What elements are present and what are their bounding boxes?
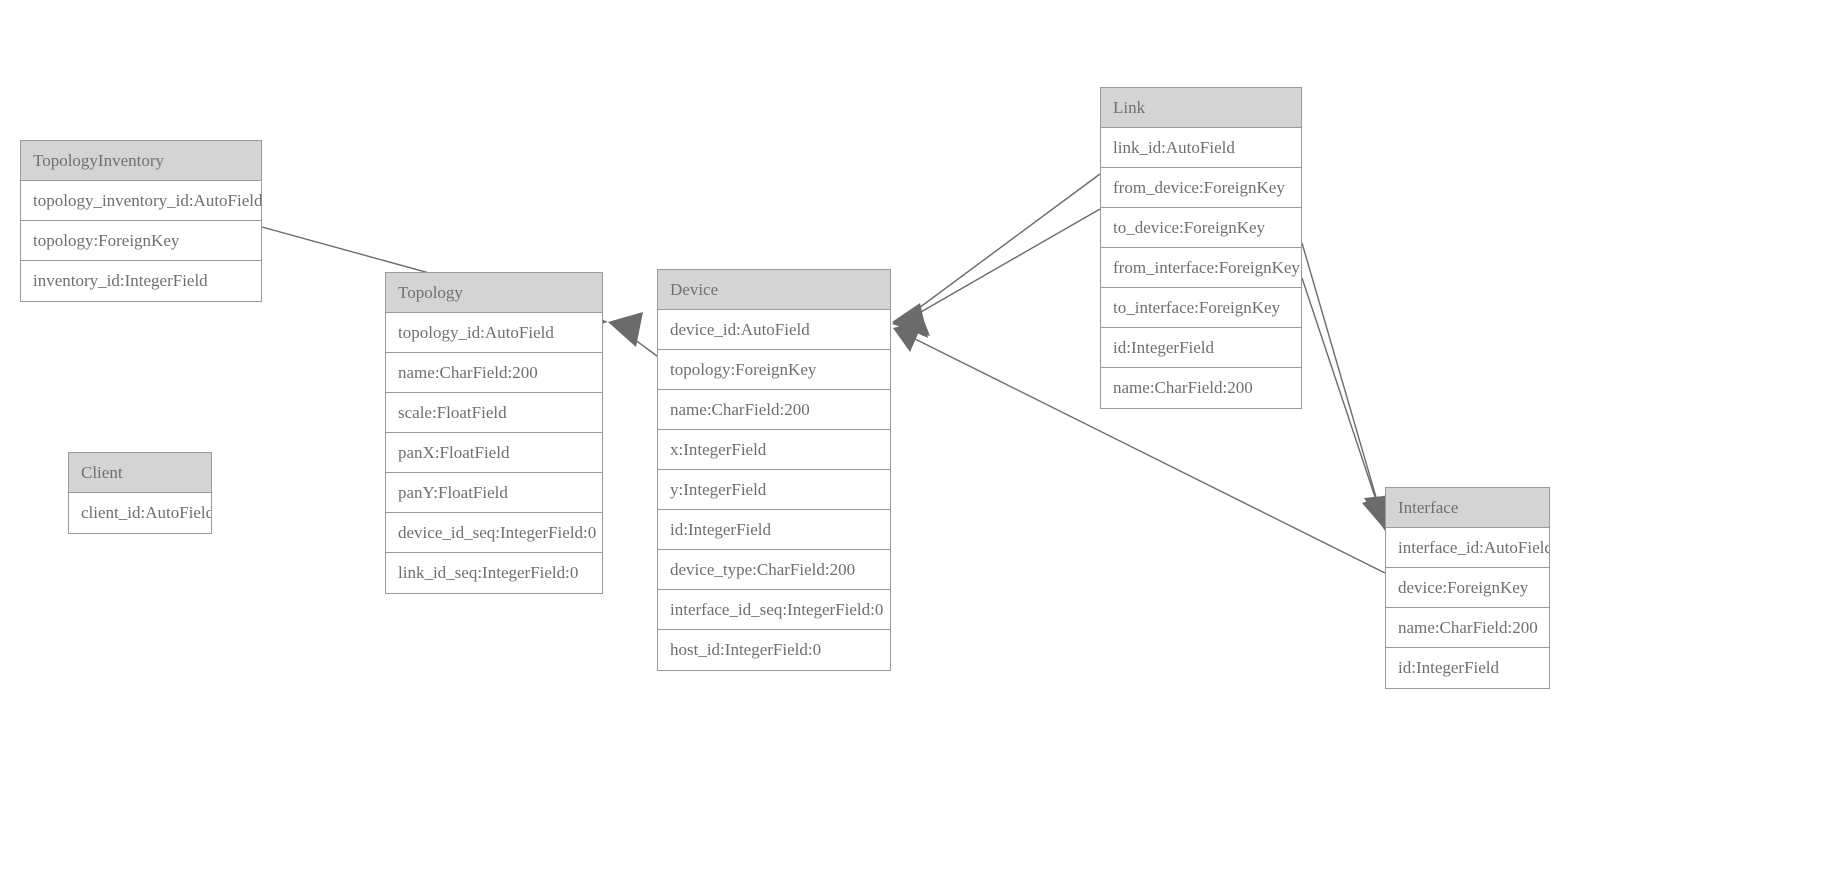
relation-line <box>899 173 1101 323</box>
relation-arrowhead <box>893 320 924 352</box>
entity-field-row[interactable]: name:CharField:200 <box>1113 378 1253 397</box>
entity-field-row[interactable]: topology:ForeignKey <box>658 350 890 390</box>
entity-title-client: Client <box>69 453 211 493</box>
entity-field-row[interactable]: client_id:AutoField <box>81 503 211 522</box>
entity-field-row[interactable]: panX:FloatField <box>386 433 602 473</box>
entity-client[interactable]: Client client_id:AutoField <box>68 452 212 534</box>
entity-field-row[interactable]: id:IntegerField <box>658 510 890 550</box>
relation-link-to_device <box>892 208 1101 336</box>
entity-field-row[interactable]: link_id_seq:IntegerField:0 <box>398 563 579 582</box>
relation-link-from_device <box>892 173 1101 338</box>
entity-field-row[interactable]: name:CharField:200 <box>386 353 602 393</box>
entity-field-row[interactable]: device_type:CharField:200 <box>658 550 890 590</box>
entity-field-row[interactable]: topology_id:AutoField <box>386 313 602 353</box>
entity-field-row[interactable]: interface_id:AutoField <box>1386 528 1549 568</box>
entity-field-row[interactable]: id:IntegerField <box>1101 328 1301 368</box>
entity-field-row[interactable]: y:IntegerField <box>658 470 890 510</box>
entity-title-link: Link <box>1101 88 1301 128</box>
relation-arrowhead <box>892 303 928 338</box>
relation-line <box>1301 242 1386 529</box>
entity-field-row[interactable]: from_device:ForeignKey <box>1101 168 1301 208</box>
relation-arrowhead <box>892 305 930 336</box>
entity-field-row[interactable]: host_id:IntegerField:0 <box>670 640 822 659</box>
entity-field-row[interactable]: x:IntegerField <box>658 430 890 470</box>
relation-link-to_interface <box>1301 277 1390 531</box>
relation-line <box>1301 277 1387 531</box>
relation-line <box>614 324 658 357</box>
entity-title-interface: Interface <box>1386 488 1549 528</box>
entity-field-row[interactable]: panY:FloatField <box>386 473 602 513</box>
entity-field-row[interactable]: name:CharField:200 <box>658 390 890 430</box>
entity-title-device: Device <box>658 270 890 310</box>
entity-field-row[interactable]: interface_id_seq:IntegerField:0 <box>658 590 890 630</box>
entity-field-row[interactable]: scale:FloatField <box>386 393 602 433</box>
relation-link-from_interface <box>1301 242 1393 531</box>
entity-field-row[interactable]: link_id:AutoField <box>1101 128 1301 168</box>
entity-field-row[interactable]: from_interface:ForeignKey <box>1101 248 1301 288</box>
entity-field-row[interactable]: topology_inventory_id:AutoField <box>21 181 261 221</box>
relation-arrowhead <box>608 312 643 347</box>
entity-field-row[interactable]: to_interface:ForeignKey <box>1101 288 1301 328</box>
entity-field-row[interactable]: device_id:AutoField <box>658 310 890 350</box>
entity-title-topology_inventory: TopologyInventory <box>21 141 261 181</box>
relation-device-topology <box>608 312 658 357</box>
entity-field-row[interactable]: device_id_seq:IntegerField:0 <box>386 513 602 553</box>
entity-field-row[interactable]: device:ForeignKey <box>1386 568 1549 608</box>
entity-field-row[interactable]: inventory_id:IntegerField <box>33 271 208 290</box>
relation-line <box>899 208 1101 325</box>
entity-field-row[interactable]: id:IntegerField <box>1398 658 1500 677</box>
entity-field-row[interactable]: to_device:ForeignKey <box>1101 208 1301 248</box>
entity-title-topology: Topology <box>386 273 602 313</box>
entity-field-row[interactable]: topology:ForeignKey <box>21 221 261 261</box>
entity-field-row[interactable]: name:CharField:200 <box>1386 608 1549 648</box>
